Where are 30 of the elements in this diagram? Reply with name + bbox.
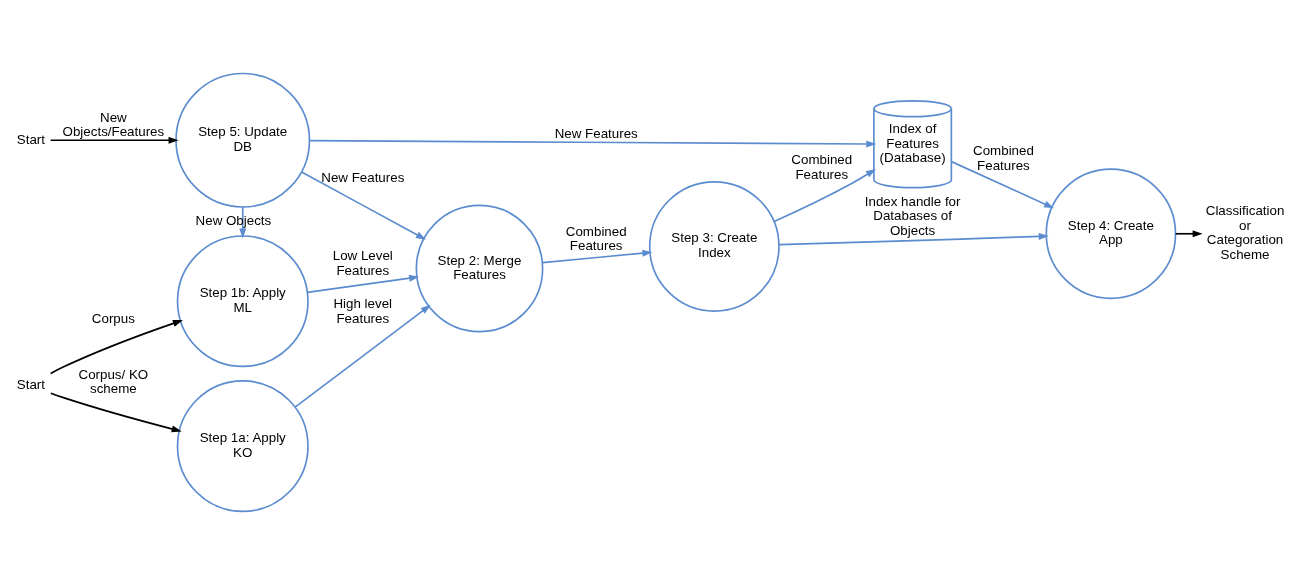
arrow <box>306 274 420 293</box>
node-circle: Step 1a: Apply KO <box>176 379 309 512</box>
arrow <box>950 160 1055 208</box>
node-circle: Step 5: Update DB <box>175 72 311 208</box>
node-text: Classification or Categoration Scheme <box>1205 202 1285 262</box>
edge-label: High level Features <box>333 295 393 326</box>
node-text: Start <box>16 376 45 392</box>
arrow <box>778 232 1049 245</box>
edge-label: Index handle for Databases of Objects <box>864 193 961 238</box>
arrow <box>773 168 876 222</box>
edge-label: New Features <box>554 125 638 141</box>
arrow <box>49 319 183 374</box>
node-circle: Step 3: Create Index <box>648 180 780 312</box>
edge-label: Combined Features <box>791 151 853 182</box>
node-text: Start <box>16 131 45 147</box>
node-circle: Step 1b: Apply ML <box>176 234 309 367</box>
arrow <box>308 139 877 147</box>
edge-label: Corpus <box>91 310 135 326</box>
edge-label: Corpus/ KO scheme <box>78 366 149 396</box>
arrow <box>541 249 653 263</box>
arrow <box>49 136 179 144</box>
edge-label: New Features <box>321 169 405 185</box>
edge-label: Combined Features <box>565 223 627 253</box>
arrow <box>1174 229 1203 237</box>
edge-label: New Objects/Features <box>62 109 165 139</box>
edge-label: Combined Features <box>973 142 1034 173</box>
arrow <box>300 170 426 240</box>
arrow <box>294 304 431 408</box>
edge-label: Low Level Features <box>332 247 393 278</box>
arrow <box>50 391 182 432</box>
